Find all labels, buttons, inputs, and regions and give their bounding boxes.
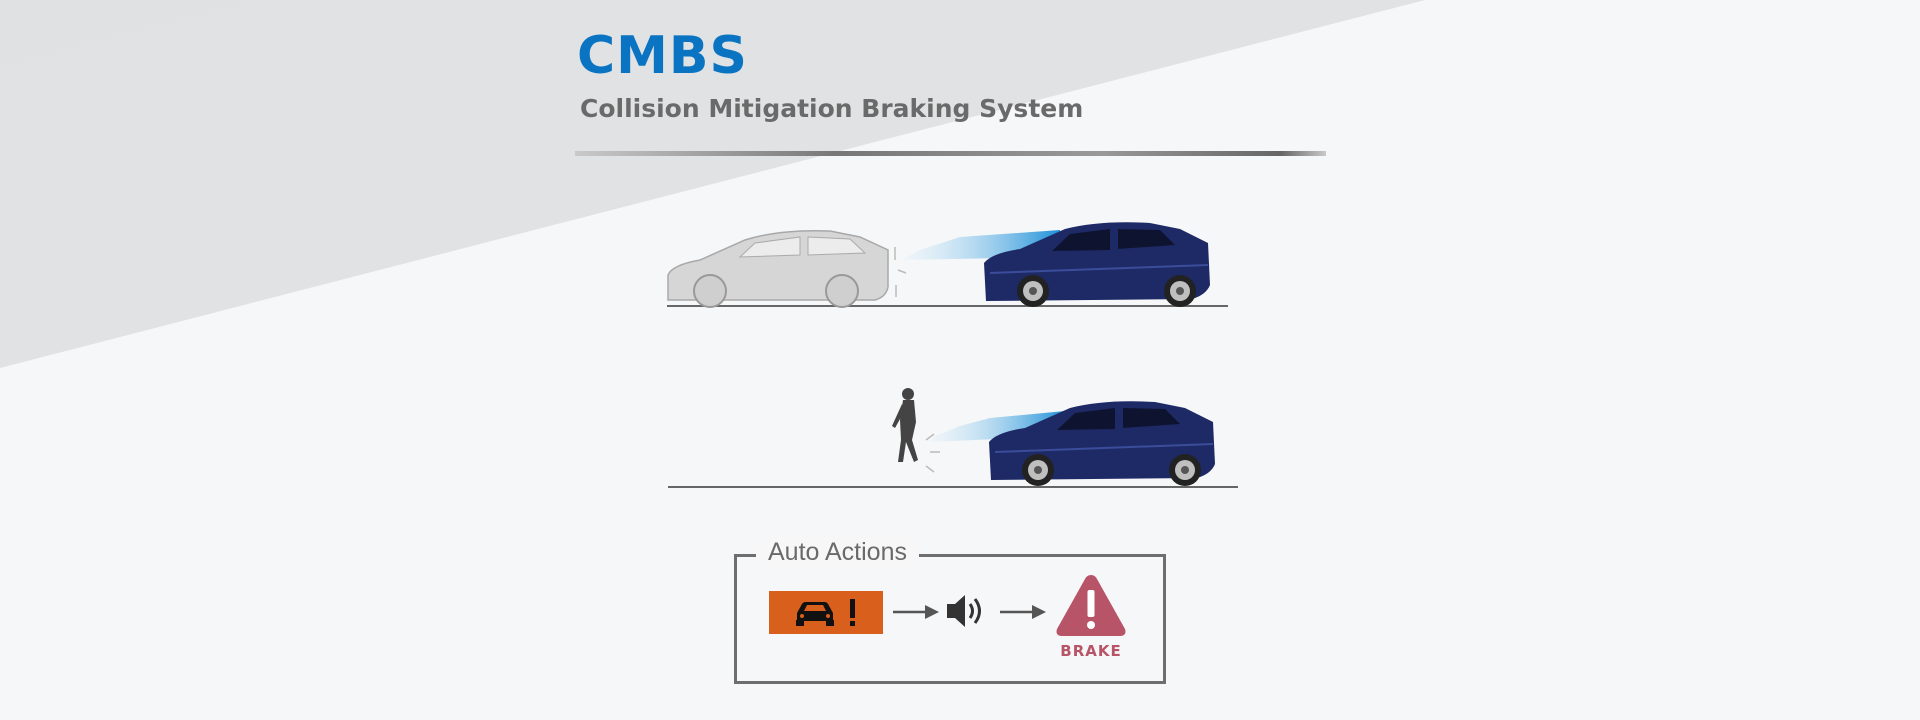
impact-marks-icon [925, 433, 940, 473]
car-warning-icon [769, 591, 883, 634]
page-subtitle: Collision Mitigation Braking System [580, 94, 1084, 123]
pedestrian-icon [892, 388, 918, 462]
auto-actions-panel [734, 554, 1166, 684]
divider-line [575, 151, 1326, 156]
speaker-icon [947, 595, 981, 627]
arrow-right-icon [1000, 605, 1046, 619]
auto-actions-title: Auto Actions [756, 538, 919, 566]
blue-car-icon [989, 401, 1215, 486]
ghost-car-icon [667, 229, 889, 308]
page-title: CMBS [577, 26, 748, 86]
pedestrian-detection-illustration [668, 388, 1238, 488]
vehicle-detection-illustration [667, 222, 1228, 308]
blue-car-icon [984, 222, 1210, 307]
impact-marks-icon [894, 247, 907, 297]
brake-label: BRAKE [1060, 642, 1122, 660]
brake-warning-icon [1056, 575, 1126, 636]
arrow-right-icon [893, 605, 939, 619]
